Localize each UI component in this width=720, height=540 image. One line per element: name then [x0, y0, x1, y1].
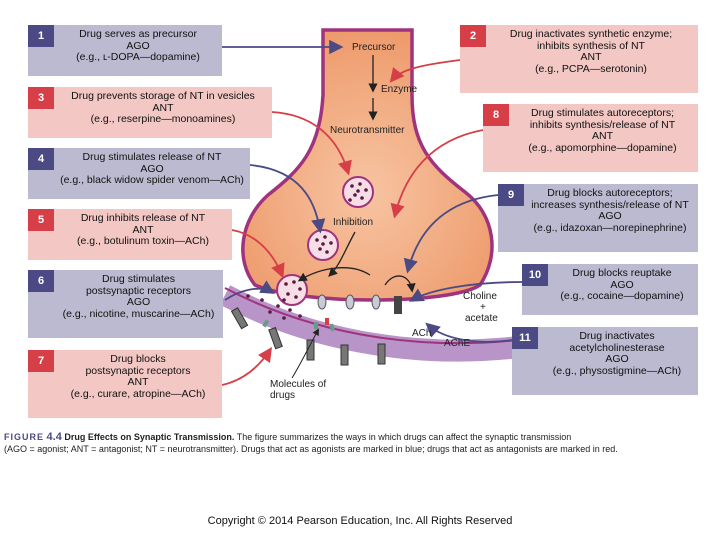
figure-caption: FIGURE 4.4 Drug Effects on Synaptic Tran… — [4, 431, 716, 455]
figure-word: FIGURE — [4, 432, 45, 442]
label-molecules-line1: Molecules of — [270, 379, 327, 390]
box-line: Drug inactivates — [579, 330, 655, 342]
label-choline: Choline — [463, 291, 497, 302]
box-line: ANT — [592, 130, 613, 142]
box-5-inhibit-release: 5 Drug inhibits release of NT ANT (e.g.,… — [28, 209, 232, 260]
box-6-stimulate-receptors: 6 Drug stimulates postsynaptic receptors… — [28, 270, 223, 338]
box-3-storage: 3 Drug prevents storage of NT in vesicle… — [28, 87, 272, 138]
label-plus: + — [480, 302, 486, 313]
figure-number: 4.4 — [46, 431, 62, 443]
vesicle-releasing — [276, 274, 308, 312]
label-acetate: acetate — [465, 313, 498, 324]
box-number: 8 — [483, 104, 509, 126]
axon-terminal — [241, 28, 494, 302]
label-precursor: Precursor — [352, 42, 396, 53]
label-inhibition: Inhibition — [333, 217, 374, 228]
box-line: postsynaptic receptors — [85, 284, 192, 297]
copyright-notice: Copyright © 2014 Pearson Education, Inc.… — [207, 515, 513, 527]
box-line: Drug stimulates release of NT — [82, 151, 222, 163]
box-line: Drug blocks reuptake — [572, 267, 672, 279]
caption-text-2: (AGO = agonist; ANT = antagonist; NT = n… — [4, 444, 618, 454]
box-line: (e.g., curare, atropine—ACh) — [70, 387, 206, 400]
box-line: (e.g., nicotine, muscarine—ACh) — [62, 307, 215, 320]
box-line: (e.g., PCPA—serotonin) — [535, 62, 647, 75]
vesicle — [342, 176, 374, 208]
box-line: Drug prevents storage of NT in vesicles — [71, 90, 255, 102]
box-line: Drug serves as precursor — [79, 28, 197, 40]
box-line: Drug stimulates — [102, 273, 175, 285]
box-line: Drug stimulates autoreceptors; — [531, 107, 674, 119]
reuptake-transporter — [394, 296, 402, 314]
box-2-enzyme: 2 Drug inactivates synthetic enzyme; inh… — [460, 25, 698, 93]
box-number: 11 — [512, 327, 538, 349]
box-line: postsynaptic receptors — [85, 364, 191, 377]
synapse-illustration — [219, 28, 537, 386]
box-1-precursor: 1 Drug serves as precursor AGO (e.g., ʟ-… — [28, 25, 222, 76]
box-10-reuptake: 10 Drug blocks reuptake AGO (e.g., cocai… — [522, 264, 698, 315]
box-line: (e.g., reserpine—monoamines) — [90, 113, 236, 125]
drug-molecules — [262, 319, 336, 332]
box-line: Drug blocks — [110, 353, 166, 365]
box-number: 3 — [28, 87, 54, 109]
box-line: (e.g., black widow spider venom—ACh) — [60, 174, 244, 186]
box-line: AGO — [598, 210, 622, 222]
box-line: ANT — [132, 223, 154, 236]
box-7-block-receptors: 7 Drug blocks postsynaptic receptors ANT… — [28, 350, 222, 418]
box-4-release: 4 Drug stimulates release of NT AGO (e.g… — [28, 148, 250, 199]
box-number: 5 — [28, 209, 54, 231]
box-line: AGO — [126, 39, 150, 52]
box-line: (e.g., idazoxan—norepinephrine) — [533, 221, 687, 234]
box-line: Drug inactivates synthetic enzyme; — [509, 28, 673, 40]
box-line: inhibits synthesis of NT — [537, 39, 645, 52]
box-line: (e.g., ʟ-DOPA—dopamine) — [76, 51, 200, 63]
box-line: (e.g., apomorphine—dopamine) — [528, 141, 677, 154]
postsynaptic-receptor — [230, 307, 386, 366]
box-line: AGO — [610, 278, 634, 291]
box-number: 9 — [498, 184, 524, 206]
caption-text-1: The figure summarizes the ways in which … — [236, 432, 572, 442]
box-line: ANT — [152, 101, 174, 114]
autoreceptor — [317, 294, 381, 310]
box-line: increases synthesis/release of NT — [531, 198, 689, 211]
box-number: 10 — [522, 264, 548, 286]
box-8-autoreceptors-stimulate: 8 Drug stimulates autoreceptors; inhibit… — [483, 104, 698, 172]
box-number: 7 — [28, 350, 54, 372]
box-line: ANT — [580, 51, 602, 63]
box-line: (e.g., botulinum toxin—ACh) — [77, 235, 209, 247]
label-ach: ACh — [412, 328, 432, 339]
box-number: 6 — [28, 270, 54, 292]
box-line: AGO — [126, 296, 151, 308]
label-ache: AChE — [444, 338, 471, 349]
box-line: Drug blocks autoreceptors; — [547, 187, 673, 199]
label-molecules-line2: drugs — [270, 390, 296, 401]
label-molecules: Molecules of drugs — [270, 379, 326, 401]
label-enzyme: Enzyme — [381, 84, 418, 95]
neurotransmitter-molecules — [246, 294, 302, 320]
box-9-autoreceptors-block: 9 Drug blocks autoreceptors; increases s… — [498, 184, 698, 252]
synapse-figure: Precursor Enzyme Neurotransmitter Inhibi… — [28, 25, 698, 418]
figure-title: Drug Effects on Synaptic Transmission. — [64, 432, 235, 442]
box-11-ache: 11 Drug inactivates acetylcholinesterase… — [512, 327, 698, 395]
box-line: Drug inhibits release of NT — [80, 212, 206, 224]
box-number: 4 — [28, 148, 54, 170]
box-line: (e.g., physostigmine—ACh) — [552, 364, 682, 377]
box-number: 2 — [460, 25, 486, 47]
vesicle — [307, 229, 339, 261]
box-line: (e.g., cocaine—dopamine) — [560, 290, 684, 302]
box-line: acetylcholinesterase — [569, 341, 665, 354]
postsynaptic-membrane — [219, 285, 537, 362]
box-line: AGO — [605, 353, 629, 365]
box-line: ANT — [127, 376, 149, 388]
box-line: AGO — [140, 162, 164, 175]
label-neurotransmitter: Neurotransmitter — [330, 125, 405, 136]
box-line: inhibits synthesis/release of NT — [529, 118, 676, 131]
box-number: 1 — [28, 25, 54, 47]
